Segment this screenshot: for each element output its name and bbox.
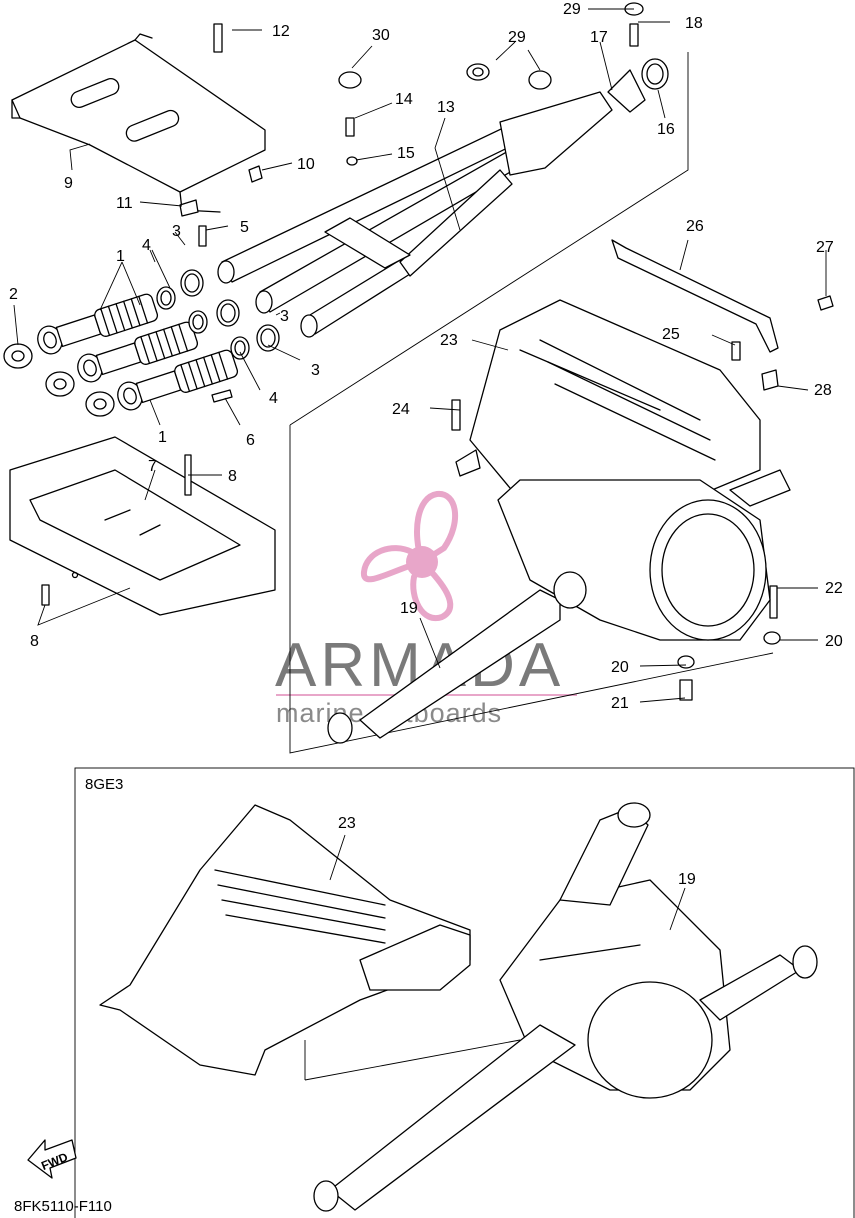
assembly-frame-top bbox=[289, 52, 689, 426]
callout-28: 28 bbox=[814, 382, 832, 399]
callout-12: 12 bbox=[272, 23, 290, 40]
callout-3-c: 3 bbox=[311, 362, 320, 379]
heat-shield-top bbox=[11, 33, 266, 213]
callout-10: 10 bbox=[297, 156, 315, 173]
callout-4-b: 4 bbox=[269, 390, 278, 407]
callout-20-a: 20 bbox=[825, 633, 843, 650]
callout-8-a: 8 bbox=[228, 468, 237, 485]
exhaust-bellows-pipes bbox=[37, 293, 239, 411]
callout-27: 27 bbox=[816, 239, 834, 256]
callout-17: 17 bbox=[590, 29, 608, 46]
variant-guide-line-2 bbox=[304, 1039, 521, 1081]
callout-9: 9 bbox=[64, 175, 73, 192]
callout-6: 6 bbox=[246, 432, 255, 449]
variant-muffler-body bbox=[313, 802, 818, 1212]
y-pipe-bracket bbox=[607, 58, 669, 113]
callout-30: 30 bbox=[372, 27, 390, 44]
leader-lines bbox=[13, 8, 827, 931]
gasket-set bbox=[3, 343, 115, 417]
muffler-body bbox=[327, 469, 791, 744]
callout-18: 18 bbox=[685, 15, 703, 32]
callout-3-a: 3 bbox=[172, 223, 181, 240]
variant-frame bbox=[74, 767, 855, 1218]
callout-11: 11 bbox=[116, 195, 133, 212]
muffler-bracket bbox=[611, 239, 779, 353]
assembly-frame bbox=[289, 425, 774, 754]
callout-19-a: 19 bbox=[400, 600, 418, 617]
callout-labels: 12 30 29 29 18 17 16 14 13 15 10 9 11 5 … bbox=[9, 1, 843, 1215]
callout-4-a: 4 bbox=[142, 237, 151, 254]
heat-shield-lower bbox=[9, 436, 276, 616]
callout-26: 26 bbox=[686, 218, 704, 235]
callout-3-b: 3 bbox=[280, 308, 289, 325]
propeller-logo-icon bbox=[361, 490, 459, 622]
callout-21: 21 bbox=[611, 695, 629, 712]
callout-1-b: 1 bbox=[158, 429, 167, 446]
small-fasteners bbox=[41, 2, 834, 701]
variant-label: 8GE3 bbox=[85, 776, 123, 793]
callout-7: 7 bbox=[148, 458, 157, 475]
callout-13: 13 bbox=[437, 99, 455, 116]
callout-5: 5 bbox=[240, 219, 249, 236]
callout-16: 16 bbox=[657, 121, 675, 138]
callout-15: 15 bbox=[397, 145, 415, 162]
callout-19-b: 19 bbox=[678, 871, 696, 888]
callout-23-a: 23 bbox=[440, 332, 458, 349]
ring-gaskets-and-clamps bbox=[156, 269, 280, 360]
callout-29-b: 29 bbox=[563, 1, 581, 18]
callout-20-b: 20 bbox=[611, 659, 629, 676]
callout-2: 2 bbox=[9, 286, 18, 303]
callout-8-b: 8 bbox=[30, 633, 39, 650]
exhaust-y-pipe bbox=[217, 91, 613, 338]
callout-25: 25 bbox=[662, 326, 680, 343]
callout-22: 22 bbox=[825, 580, 843, 597]
callout-24: 24 bbox=[392, 401, 410, 418]
forward-arrow-icon: FWD bbox=[27, 1139, 77, 1179]
variant-muffler-cover bbox=[99, 804, 471, 1076]
callout-14: 14 bbox=[395, 91, 413, 108]
callout-1-a: 1 bbox=[116, 248, 125, 265]
diagram-code: 8FK5110-F110 bbox=[14, 1198, 112, 1215]
callout-23-b: 23 bbox=[338, 815, 356, 832]
callout-29-a: 29 bbox=[508, 29, 526, 46]
